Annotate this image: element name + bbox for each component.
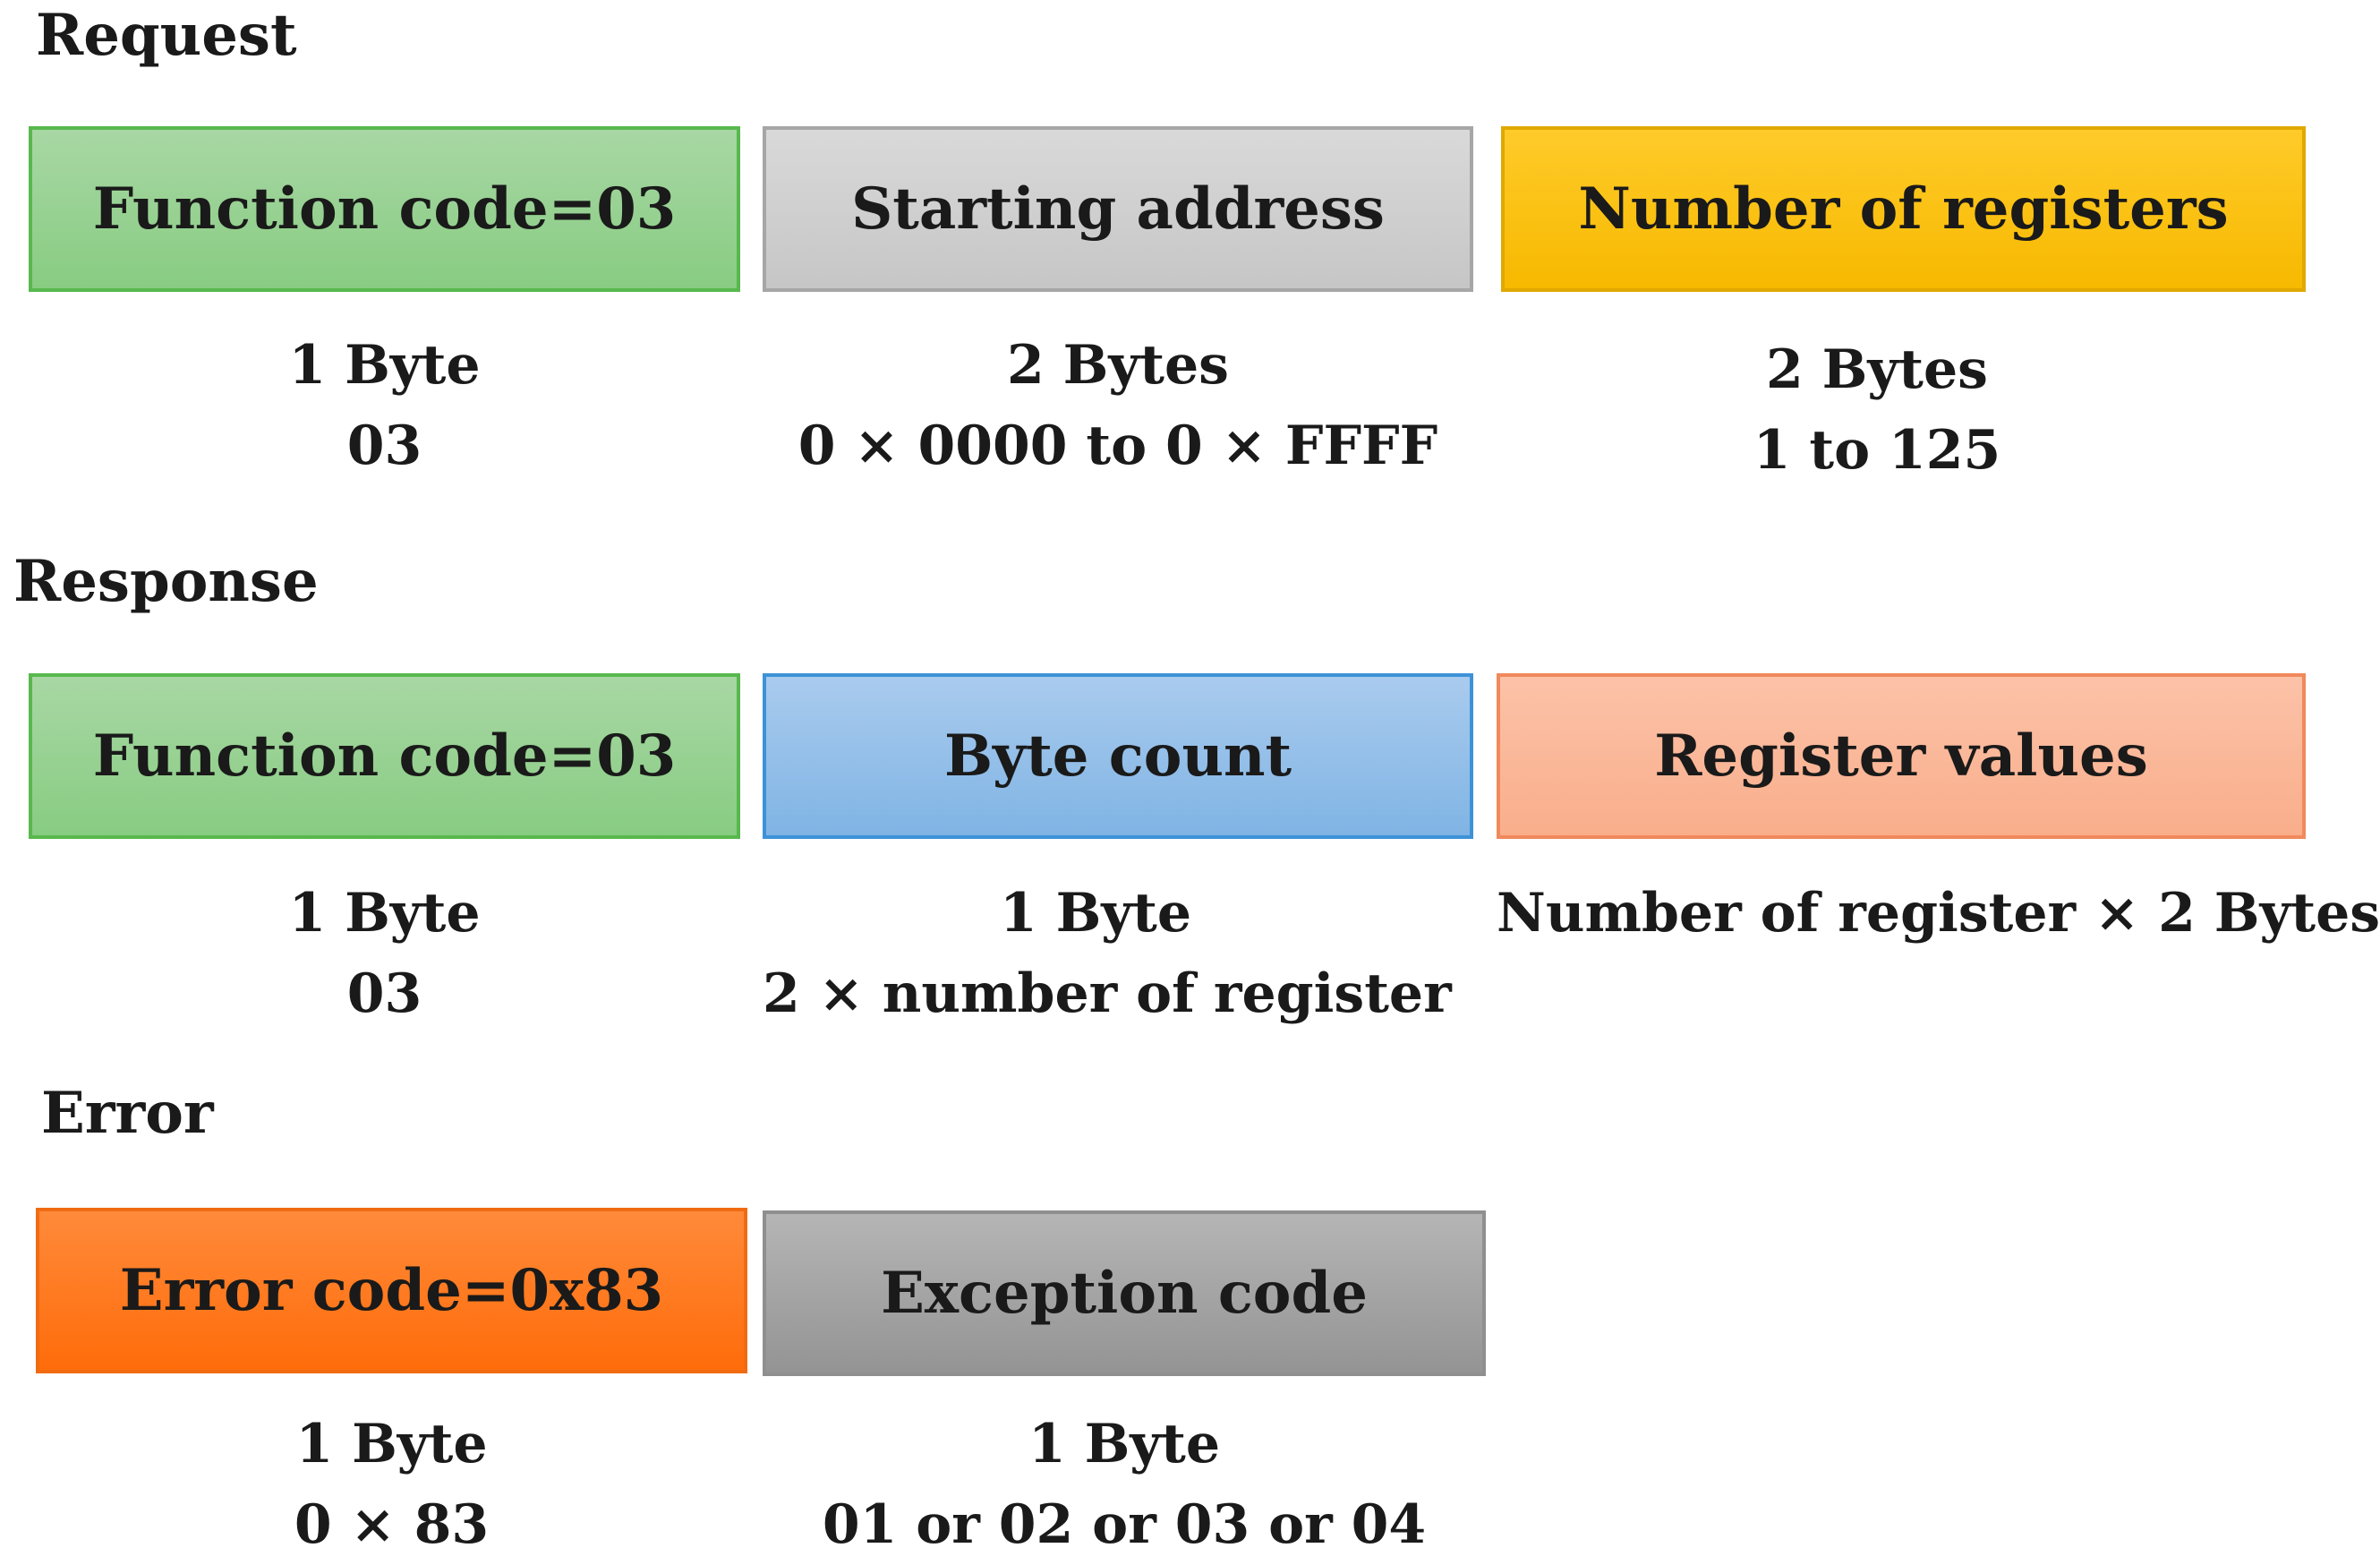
request-starting-address-value: 0 × 0000 to 0 × FFFF	[798, 415, 1438, 477]
error-code-size: 1 Byte	[295, 1413, 488, 1475]
response-register-values-label: Register values	[1654, 723, 2148, 790]
request-starting-address-label: Starting address	[851, 175, 1385, 243]
request-number-of-registers-label: Number of registers	[1578, 175, 2229, 243]
error-code-box: Error code=0x83	[36, 1208, 747, 1373]
response-byte-count-box: Byte count	[763, 673, 1473, 839]
request-function-code-box: Function code=03	[29, 126, 740, 292]
request-function-code-value: 03	[346, 415, 422, 477]
response-register-values-info: Number of register × 2 Bytes	[1497, 873, 2380, 954]
response-register-values-size: Number of register × 2 Bytes	[1497, 882, 2380, 945]
exception-code-value: 01 or 02 or 03 or 04	[822, 1493, 1427, 1556]
response-byte-count-size: 1 Byte	[999, 882, 1192, 945]
response-register-values-box: Register values	[1497, 673, 2306, 839]
request-number-of-registers-box: Number of registers	[1501, 126, 2306, 292]
response-function-code-value: 03	[346, 962, 422, 1025]
exception-code-size: 1 Byte	[1028, 1413, 1221, 1475]
error-title: Error	[41, 1080, 214, 1147]
request-function-code-info: 1 Byte 03	[29, 325, 740, 486]
request-starting-address-box: Starting address	[763, 126, 1473, 292]
error-code-value: 0 × 83	[294, 1493, 490, 1556]
request-number-of-registers-size: 2 Bytes	[1766, 338, 1988, 401]
exception-code-label: Exception code	[881, 1260, 1368, 1327]
exception-code-box: Exception code	[763, 1210, 1486, 1376]
request-starting-address-size: 2 Bytes	[1007, 334, 1229, 397]
request-number-of-registers-info: 2 Bytes 1 to 125	[1501, 329, 2253, 491]
error-code-info: 1 Byte 0 × 83	[36, 1404, 747, 1565]
request-function-code-size: 1 Byte	[288, 334, 481, 397]
response-title: Response	[13, 548, 319, 615]
response-function-code-label: Function code=03	[92, 723, 677, 790]
response-function-code-info: 1 Byte 03	[29, 873, 740, 1034]
response-byte-count-value: 2 × number of register	[763, 962, 1452, 1025]
request-number-of-registers-value: 1 to 125	[1753, 419, 2001, 482]
request-starting-address-info: 2 Bytes 0 × 0000 to 0 × FFFF	[763, 325, 1473, 486]
exception-code-info: 1 Byte 01 or 02 or 03 or 04	[763, 1404, 1486, 1565]
response-function-code-box: Function code=03	[29, 673, 740, 839]
response-byte-count-label: Byte count	[943, 723, 1292, 790]
response-function-code-size: 1 Byte	[288, 882, 481, 945]
response-byte-count-info: 1 Byte 2 × number of register	[763, 873, 1452, 1034]
request-title: Request	[36, 2, 297, 69]
request-function-code-label: Function code=03	[92, 175, 677, 243]
error-code-label: Error code=0x83	[119, 1257, 664, 1324]
